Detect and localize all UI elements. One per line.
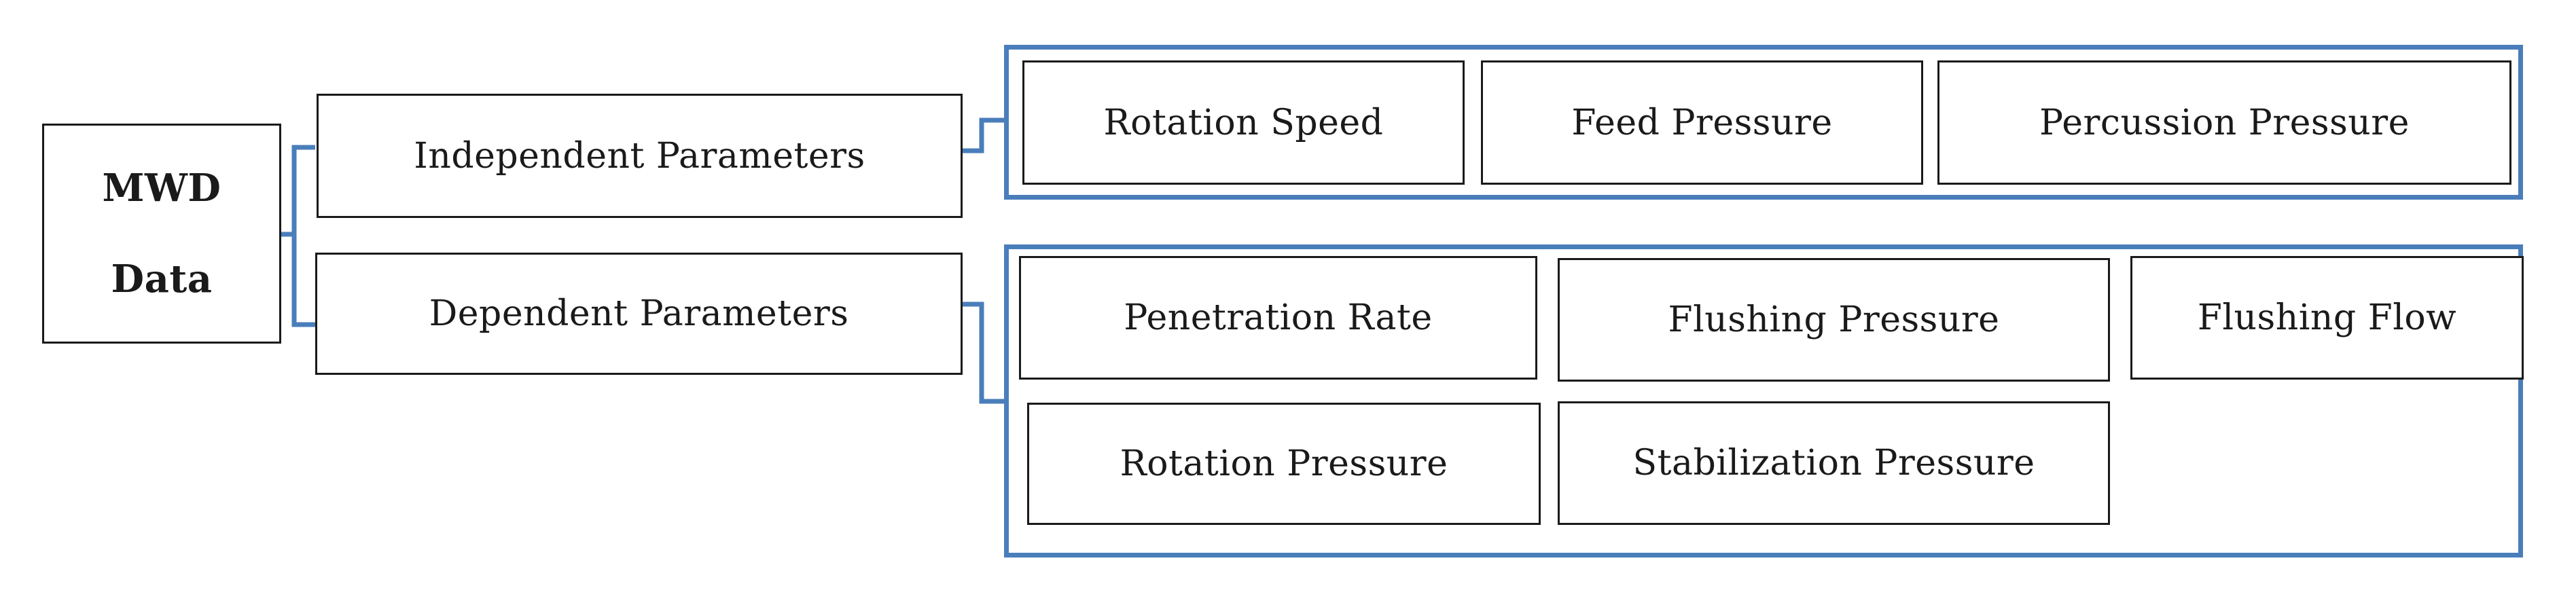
leaf-flushing-pressure-label: Flushing Pressure (1668, 299, 2000, 340)
branch-independent-label: Independent Parameters (414, 135, 865, 177)
leaf-rotation-speed: Rotation Speed (1022, 60, 1465, 185)
leaf-percussion-pressure: Percussion Pressure (1937, 60, 2511, 185)
leaf-stabilization-pressure: Stabilization Pressure (1558, 401, 2110, 525)
leaf-flushing-flow: Flushing Flow (2130, 256, 2524, 380)
branch-dependent-label: Dependent Parameters (429, 293, 849, 334)
root-label-line1: MWD (102, 166, 221, 211)
independent-group (1004, 45, 2523, 200)
leaf-penetration-rate-label: Penetration Rate (1124, 297, 1433, 338)
leaf-percussion-pressure-label: Percussion Pressure (2039, 102, 2410, 143)
branch-dependent-parameters: Dependent Parameters (315, 253, 963, 375)
root-node-mwd-data: MWD Data (42, 124, 281, 344)
leaf-rotation-speed-label: Rotation Speed (1103, 102, 1384, 143)
branch-independent-parameters: Independent Parameters (317, 94, 963, 218)
leaf-feed-pressure: Feed Pressure (1481, 60, 1923, 185)
leaf-rotation-pressure: Rotation Pressure (1027, 403, 1541, 525)
leaf-flushing-flow-label: Flushing Flow (2197, 297, 2457, 338)
leaf-feed-pressure-label: Feed Pressure (1571, 102, 1833, 143)
leaf-flushing-pressure: Flushing Pressure (1558, 258, 2110, 382)
leaf-stabilization-pressure-label: Stabilization Pressure (1632, 443, 2035, 483)
dependent-group (1004, 244, 2523, 558)
leaf-rotation-pressure-label: Rotation Pressure (1120, 443, 1448, 484)
root-label-line2: Data (111, 257, 213, 302)
leaf-penetration-rate: Penetration Rate (1019, 256, 1537, 380)
